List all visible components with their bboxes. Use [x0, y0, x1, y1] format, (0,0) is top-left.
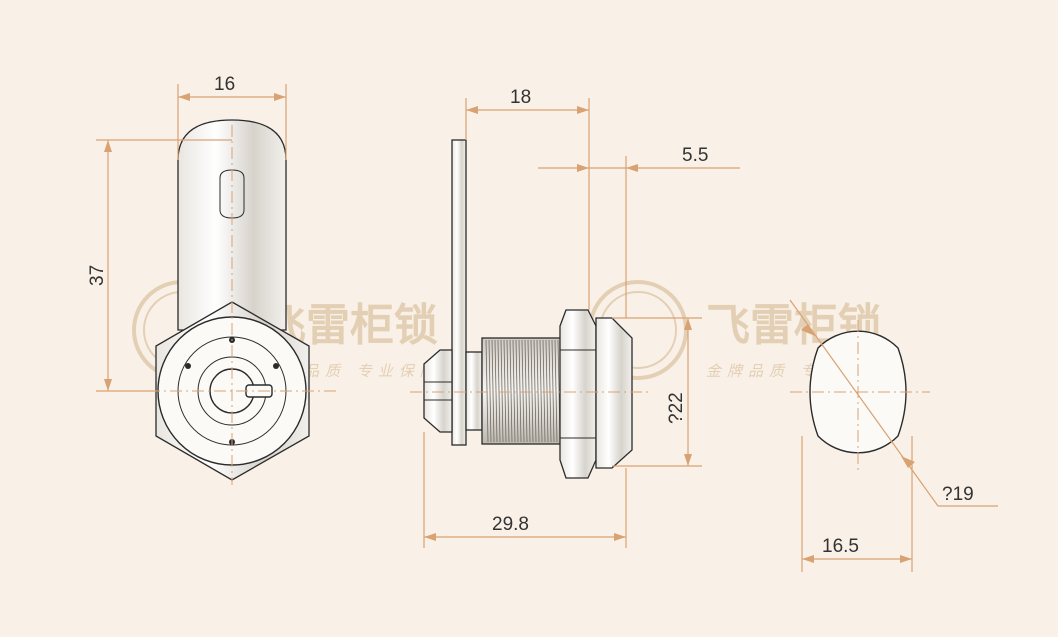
- front-view: [126, 119, 340, 485]
- hex-nut-side: [559, 309, 597, 479]
- dim-offset-5-5: 5.5: [682, 145, 708, 166]
- cam-plate: [451, 139, 467, 446]
- cam-slot: [219, 169, 245, 219]
- dim-length-29-8: 29.8: [492, 514, 529, 535]
- washer: [465, 351, 483, 431]
- bezel: [595, 317, 633, 469]
- dim-diameter-19: ?19: [942, 484, 974, 505]
- retaining-nut: [423, 349, 453, 433]
- dim-flat-16-5: 16.5: [822, 536, 859, 557]
- dim-depth-18: 18: [510, 87, 531, 108]
- dim-width-16: 16: [214, 74, 235, 95]
- dimension-lines: [96, 84, 998, 572]
- dim-height-37: 37: [87, 265, 108, 286]
- side-view: [410, 139, 650, 479]
- dim-thread-22: ?22: [666, 392, 687, 424]
